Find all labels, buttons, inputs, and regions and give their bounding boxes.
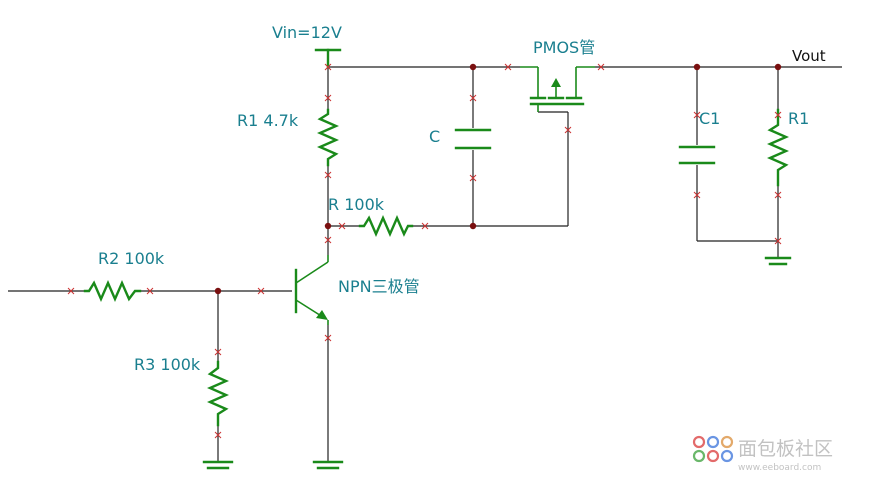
resistor-r1-out (767, 108, 789, 187)
pmos-transistor (520, 66, 595, 112)
capacitor-c-label: C (429, 127, 440, 146)
r3-label: R3 100k (134, 355, 201, 374)
labels: Vin=12V PMOS管 Vout R1 4.7k C C1 R1 R 100… (98, 23, 826, 374)
capacitor-c (454, 128, 492, 150)
resistor-r1 (317, 108, 339, 167)
resistor-r2 (83, 280, 142, 302)
pmos-label: PMOS管 (533, 38, 595, 57)
junction-dot (469, 63, 477, 71)
resistor-r-100k (358, 215, 414, 237)
pin-markers (67, 63, 782, 439)
junction-dot (214, 287, 222, 295)
junction-dot (324, 222, 332, 230)
r-100k-label: R 100k (328, 195, 385, 214)
junction-dots (214, 63, 782, 295)
npn-label: NPN三极管 (338, 277, 420, 296)
npn-transistor (294, 255, 329, 325)
r1-label: R1 4.7k (237, 111, 299, 130)
r1-out-label: R1 (788, 109, 809, 128)
ground-symbol-r3 (202, 460, 234, 470)
vout-label: Vout (792, 47, 826, 65)
ground-symbol-emitter (312, 460, 344, 470)
junction-dot (469, 222, 477, 230)
vin-terminal (314, 48, 342, 69)
watermark-url: www.eeboard.com (738, 463, 821, 473)
watermark-text: 面包板社区 (738, 438, 833, 460)
capacitor-c1 (678, 145, 716, 165)
watermark-logo-icon (692, 435, 734, 463)
ground-symbol-right (764, 256, 792, 266)
r2-label: R2 100k (98, 249, 165, 268)
capacitor-c1-label: C1 (699, 109, 720, 128)
watermark: 面包板社区 www.eeboard.com (692, 435, 833, 473)
vin-label: Vin=12V (272, 23, 342, 42)
resistor-r3 (207, 360, 229, 427)
junction-dot (774, 63, 782, 71)
junction-dot (693, 63, 701, 71)
